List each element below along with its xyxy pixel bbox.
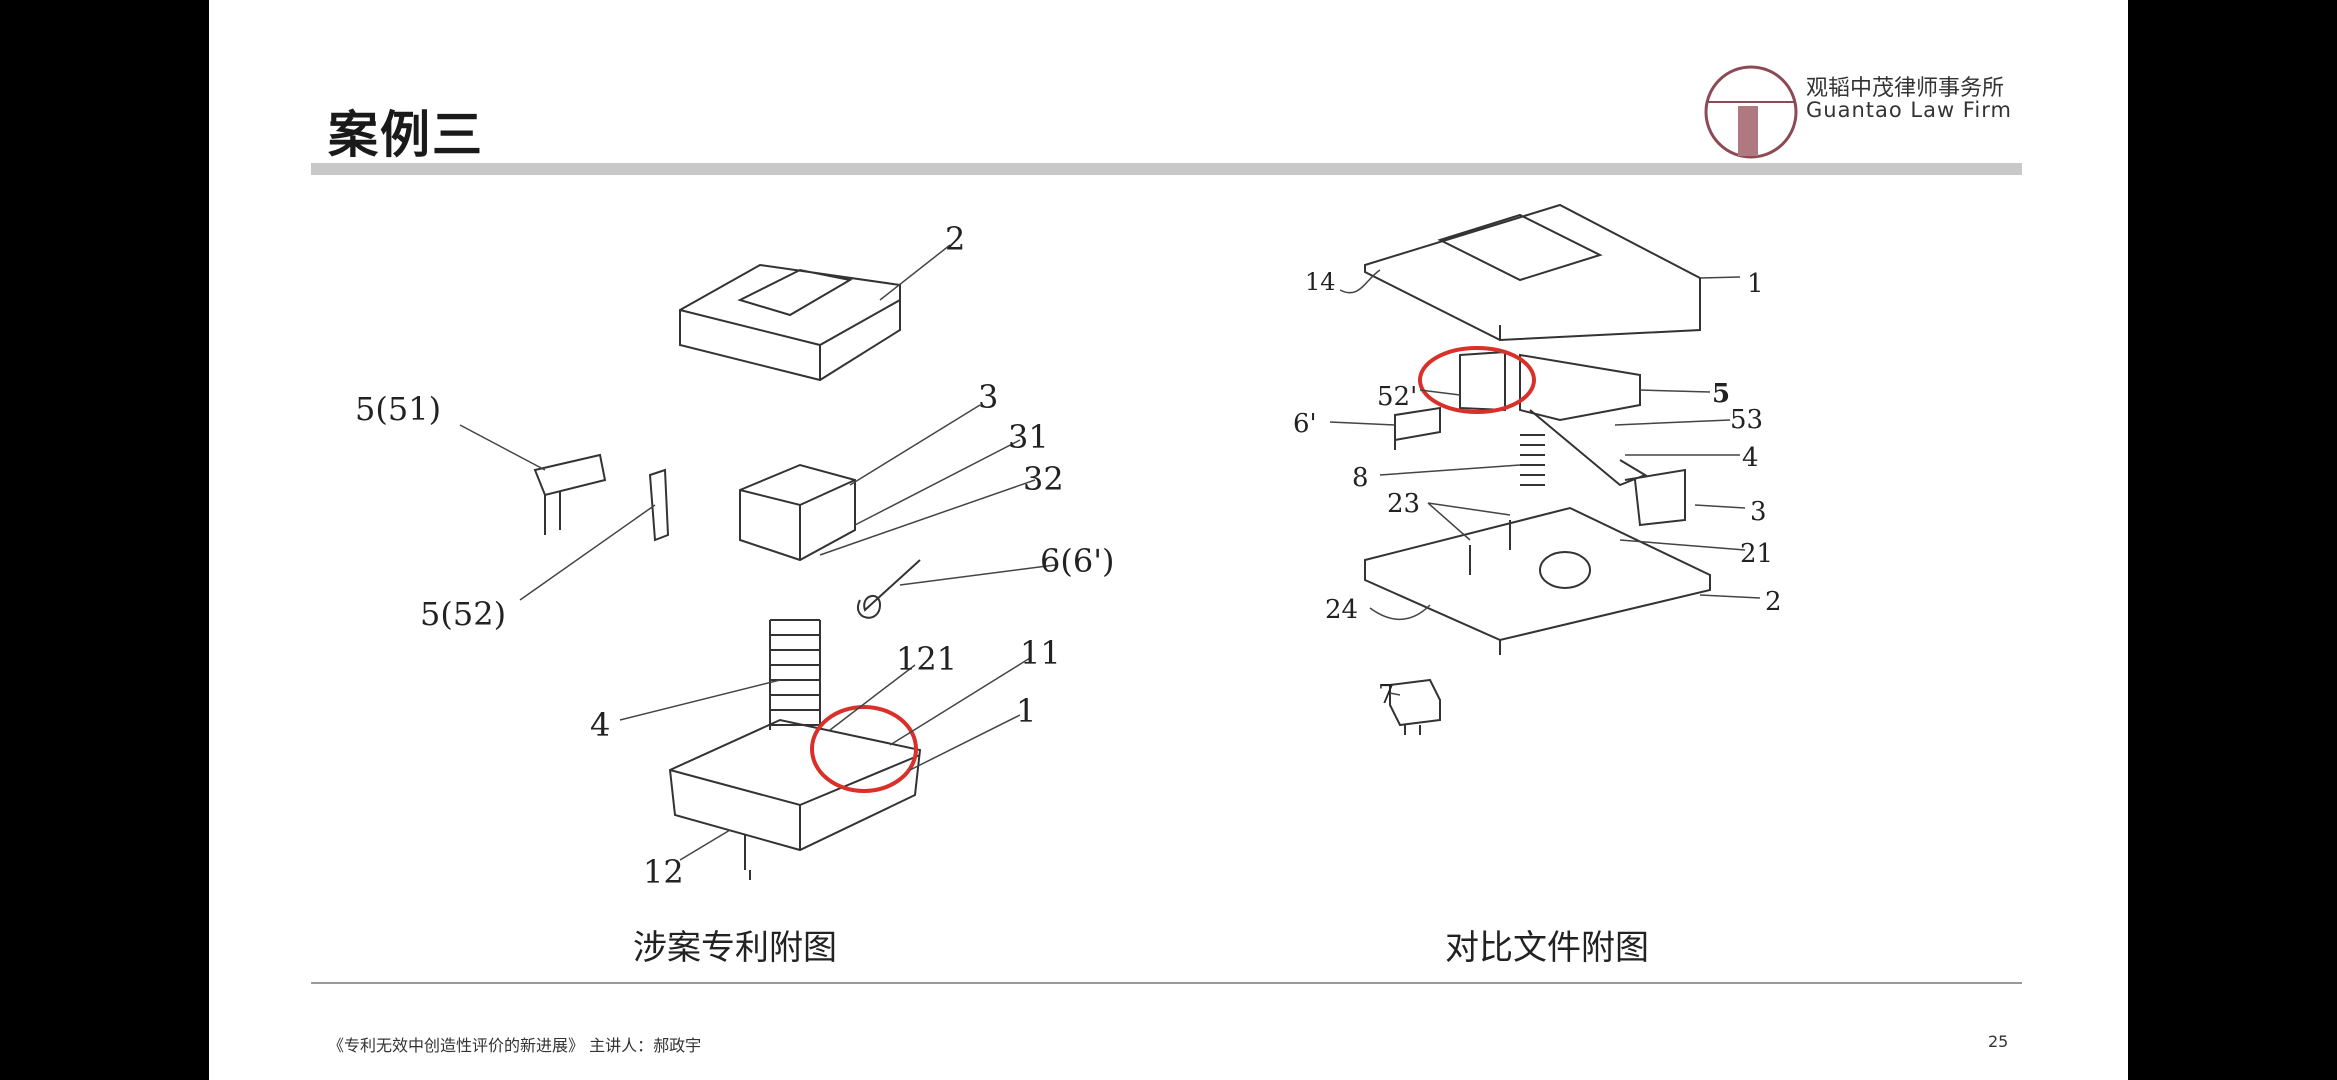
- title-divider: [311, 163, 2022, 175]
- right-figure-caption: 对比文件附图: [1445, 928, 1649, 968]
- label-4: 4: [590, 706, 610, 744]
- label-11: 11: [1020, 634, 1061, 672]
- slide-title: 案例三: [328, 106, 484, 164]
- label-23: 23: [1387, 489, 1420, 519]
- label-1: 1: [1747, 269, 1764, 299]
- label-4: 4: [1742, 443, 1759, 473]
- firm-name-cn: 观韬中茂律师事务所: [1806, 76, 2005, 101]
- label-32: 32: [1023, 460, 1064, 498]
- footer-text: 《专利无效中创造性评价的新进展》 主讲人：郝政宇: [328, 1036, 702, 1055]
- label-2: 2: [945, 220, 965, 258]
- label-3: 3: [978, 378, 998, 416]
- firm-name-en: Guantao Law Firm: [1806, 98, 2012, 122]
- slide: [209, 0, 2128, 1080]
- highlight-circle-right: [1418, 346, 1536, 414]
- label-6-prime: 6': [1293, 409, 1317, 439]
- label-7: 7: [1378, 680, 1395, 710]
- left-figure-caption: 涉案专利附图: [633, 928, 837, 968]
- label-31: 31: [1008, 418, 1049, 456]
- label-8: 8: [1352, 463, 1369, 493]
- page-number: 25: [1988, 1032, 2009, 1051]
- label-14: 14: [1305, 268, 1336, 296]
- label-21: 21: [1740, 539, 1773, 569]
- label-3: 3: [1750, 497, 1767, 527]
- highlight-circle-left: [810, 705, 918, 793]
- label-2: 2: [1765, 587, 1782, 617]
- label-5: 5: [1712, 379, 1730, 409]
- label-6: 6(6'): [1040, 542, 1114, 580]
- label-5-52: 5(52): [420, 595, 506, 633]
- label-1: 1: [1016, 692, 1036, 730]
- label-52-prime: 52': [1377, 382, 1417, 412]
- label-5-51: 5(51): [355, 390, 441, 428]
- label-121: 121: [896, 640, 957, 678]
- label-53: 53: [1730, 405, 1763, 435]
- label-24: 24: [1325, 595, 1358, 625]
- footer-divider: [311, 982, 2022, 984]
- label-12: 12: [643, 853, 684, 891]
